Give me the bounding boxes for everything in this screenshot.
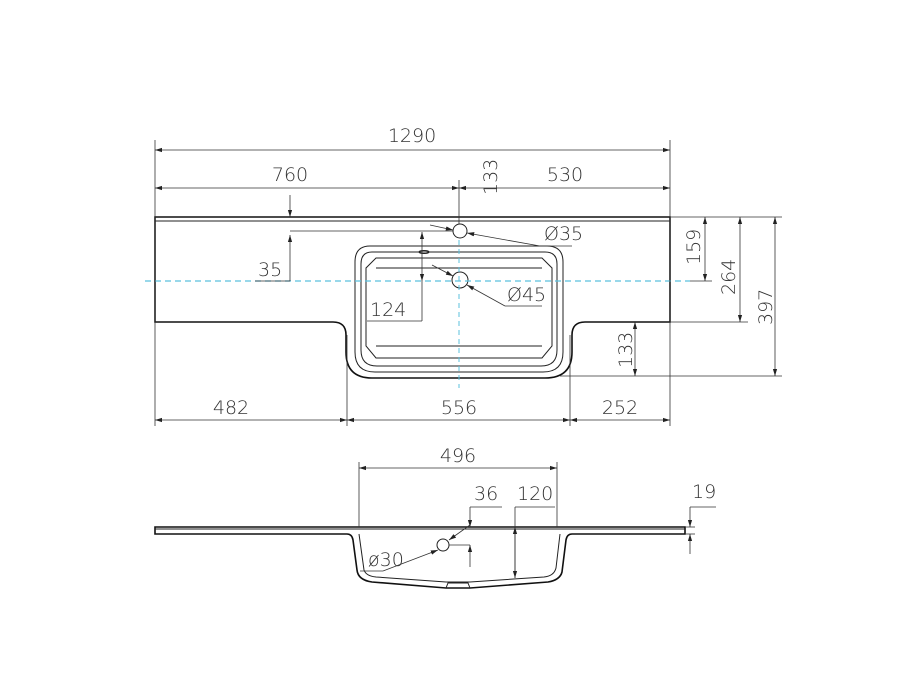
label-centerline-depth: 159 [683,229,705,265]
drain-hole-icon [451,271,469,289]
label-overall-width: 1290 [388,125,436,147]
label-tap-to-drain: 124 [370,299,406,321]
label-total-depth: 397 [755,289,777,325]
countertop-outline [154,216,671,379]
bowl-inner-profile [358,533,561,583]
side-profile-outline [154,526,686,589]
label-slab-thickness: 19 [692,481,716,503]
label-bowl-width: 556 [441,397,477,419]
bowl-basin [365,257,553,359]
top-view: 1290 760 530 133 35 Ø35 Ø45 124 1 [145,125,782,426]
label-left-to-center: 760 [272,164,308,186]
bowl-inner [360,251,558,367]
label-bowl-protrusion: 133 [615,332,637,368]
label-drain-diameter: Ø45 [507,284,546,306]
label-bowl-depth: 120 [517,483,553,505]
side-view: 496 36 120 19 ø30 [154,445,716,589]
label-right-width: 252 [602,397,638,419]
label-slab-depth: 264 [718,259,740,295]
label-tap-hole-from-back: 35 [258,259,282,281]
label-center-to-right: 530 [547,164,583,186]
label-left-width: 482 [213,397,249,419]
bowl-rim [354,245,564,373]
label-side-bowl-width: 496 [440,445,476,467]
label-tap-hole-diameter: Ø35 [544,223,583,245]
label-tap-hole-offset: 133 [480,159,502,195]
label-overflow-depth: 36 [474,483,498,505]
overflow-hole-icon [436,538,450,552]
drain-outlet [445,582,471,589]
tap-hole-icon [452,223,468,239]
label-overflow-diameter: ø30 [368,549,404,571]
